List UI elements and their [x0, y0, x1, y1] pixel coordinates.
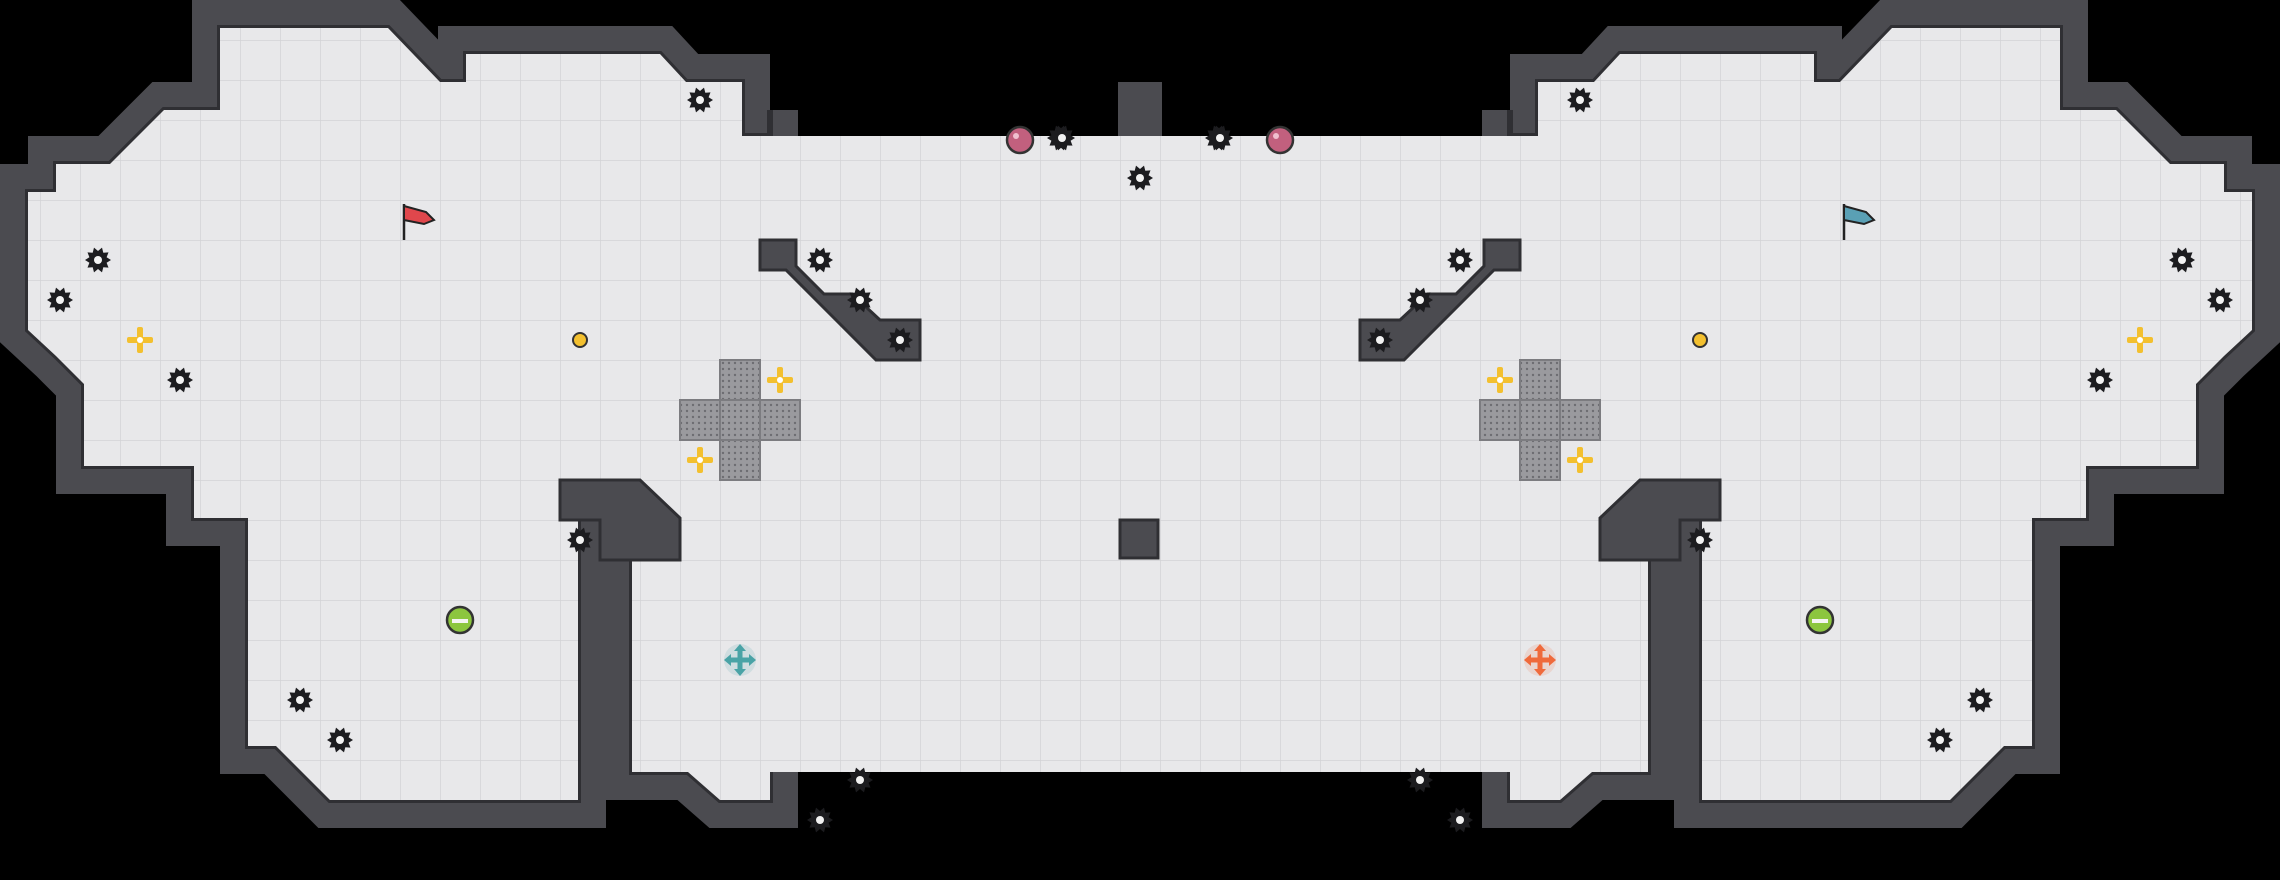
powerup-cross-icon[interactable] — [1487, 367, 1513, 393]
spike-icon — [1049, 125, 1075, 151]
teal-spawn-icon[interactable] — [724, 644, 756, 676]
spike-icon — [1447, 247, 1473, 273]
obstacle-layer — [558, 238, 1722, 562]
spike-icon — [1207, 125, 1233, 151]
spike-icon — [807, 247, 833, 273]
pink-ball-icon[interactable] — [1265, 125, 1295, 155]
floor-right — [1510, 28, 2252, 800]
grate-block — [1519, 439, 1561, 481]
spike-icon — [687, 87, 713, 113]
grate-block — [1519, 359, 1561, 401]
spike-icon — [1927, 727, 1953, 753]
diagonal-wall-right — [1358, 238, 1522, 362]
spike-icon — [1967, 687, 1993, 713]
spike-icon — [85, 247, 111, 273]
coin-icon[interactable] — [572, 332, 588, 348]
grate-block — [719, 359, 761, 401]
grate-block — [1519, 399, 1561, 441]
spike-icon — [567, 527, 593, 553]
grate-block — [759, 399, 801, 441]
grate-block — [719, 399, 761, 441]
floor-center — [742, 136, 1538, 772]
spike-icon — [2087, 367, 2113, 393]
diagonal-wall-left — [758, 238, 922, 362]
powerup-cross-icon[interactable] — [687, 447, 713, 473]
powerup-cross-icon[interactable] — [127, 327, 153, 353]
l-block-right — [1598, 478, 1722, 562]
spike-icon — [287, 687, 313, 713]
spike-icon — [1407, 287, 1433, 313]
grate-block — [1479, 399, 1521, 441]
floor-left — [28, 28, 770, 800]
grate-block — [719, 439, 761, 481]
powerup-cross-icon[interactable] — [1567, 447, 1593, 473]
grate-block — [1559, 399, 1601, 441]
spike-icon — [47, 287, 73, 313]
powerup-cross-icon[interactable] — [2127, 327, 2153, 353]
spike-icon — [1687, 527, 1713, 553]
entity-layer — [47, 87, 2233, 833]
spike-icon — [1367, 327, 1393, 353]
spike-icon — [327, 727, 353, 753]
grate-block — [679, 399, 721, 441]
l-block-left — [558, 478, 682, 562]
spike-icon — [1447, 807, 1473, 833]
spike-icon — [2169, 247, 2195, 273]
center-block — [1118, 518, 1160, 560]
powerup-cross-icon[interactable] — [767, 367, 793, 393]
floor-layer — [28, 28, 2252, 800]
spike-icon — [1407, 767, 1433, 793]
spike-icon — [807, 807, 833, 833]
spike-icon — [167, 367, 193, 393]
coin-icon[interactable] — [1692, 332, 1708, 348]
blue-flag-icon[interactable] — [1842, 204, 1876, 240]
pink-ball-icon[interactable] — [1005, 125, 1035, 155]
top-center-pillar — [1118, 82, 1162, 142]
spike-icon — [887, 327, 913, 353]
red-flag-icon[interactable] — [402, 204, 436, 240]
spike-icon — [1567, 87, 1593, 113]
spike-icon — [847, 767, 873, 793]
spike-icon — [1127, 165, 1153, 191]
spike-icon — [847, 287, 873, 313]
spike-icon — [2207, 287, 2233, 313]
orange-spawn-icon[interactable] — [1524, 644, 1556, 676]
